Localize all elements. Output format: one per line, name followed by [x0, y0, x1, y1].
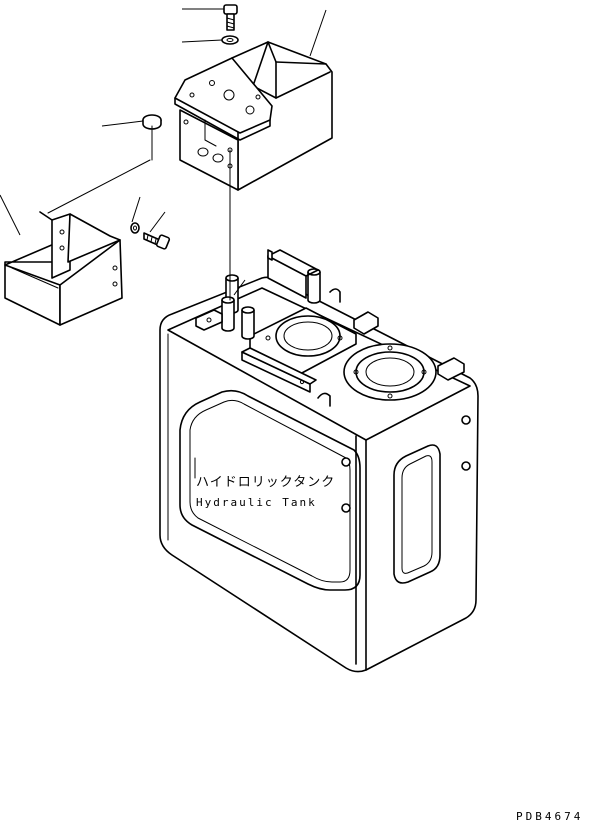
- tank-label-en: Hydraulic Tank: [196, 496, 317, 509]
- top-bolt: [223, 4, 238, 31]
- top-washer: [221, 35, 239, 45]
- cover-washer: [130, 222, 140, 234]
- leader-lines: [0, 8, 327, 296]
- bracket-box: [174, 41, 333, 191]
- cover-bolt: [143, 232, 171, 250]
- hydraulic-tank: [159, 249, 479, 673]
- tank-label-jp: ハイドロリックタンク: [196, 475, 335, 490]
- alignment-line-cover: [47, 159, 151, 214]
- drawing-code: PDB4674: [516, 810, 583, 823]
- standoff-posts: [221, 268, 321, 340]
- side-cover: [4, 211, 123, 326]
